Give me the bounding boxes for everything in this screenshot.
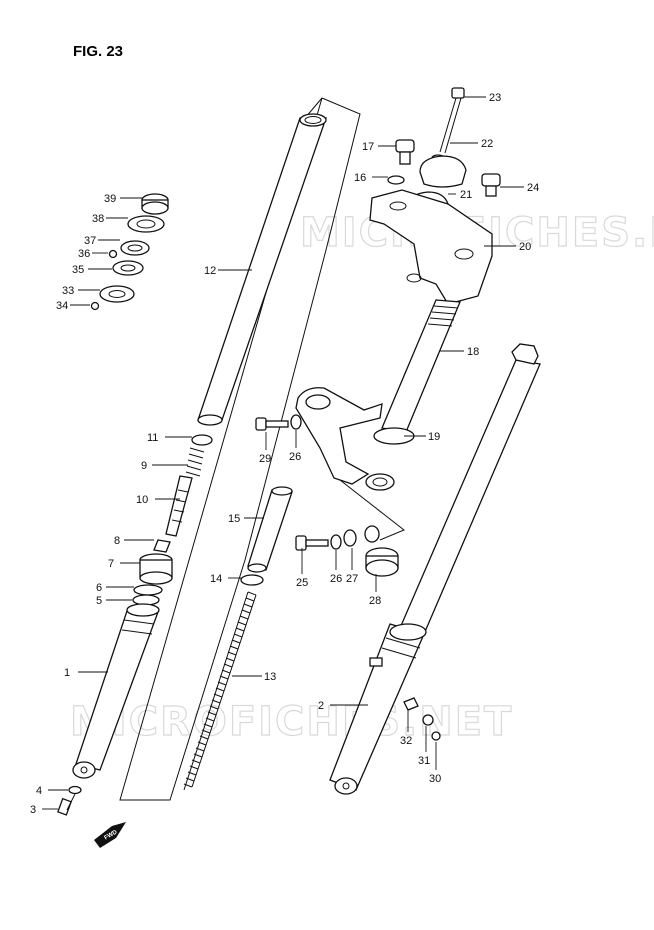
callout-4: 4	[36, 785, 42, 797]
callout-21: 21	[460, 189, 472, 201]
callout-numbers: 1 2 3 4 5 6 7 8 9 10 11 12 13 14 15 16 1…	[30, 92, 539, 816]
callout-5: 5	[96, 595, 102, 607]
callout-37: 37	[84, 235, 96, 247]
callout-36: 36	[78, 248, 90, 260]
bracket-bolt-29	[255, 417, 289, 431]
callout-39: 39	[104, 193, 116, 205]
dust-seal	[99, 285, 135, 303]
callout-20: 20	[519, 241, 531, 253]
spacer-tube	[247, 486, 293, 573]
callout-30: 30	[429, 773, 441, 785]
washer-27	[343, 529, 357, 547]
oil-seal	[139, 553, 173, 585]
callout-26a: 26	[289, 451, 301, 463]
callout-12: 12	[204, 265, 216, 277]
lower-cone-race	[112, 260, 144, 276]
callout-35: 35	[72, 264, 84, 276]
rebound-spring	[185, 447, 205, 477]
callout-22: 22	[481, 138, 493, 150]
dashed-link	[339, 479, 405, 541]
callout-27: 27	[346, 573, 358, 585]
holder-washer-16	[387, 175, 405, 185]
lower-bracket	[295, 387, 395, 491]
washer-31	[422, 714, 434, 726]
callout-17: 17	[362, 141, 374, 153]
callout-25: 25	[296, 577, 308, 589]
inner-ring	[191, 434, 213, 446]
steering-nut	[141, 193, 169, 215]
rod-piece	[153, 539, 171, 553]
steel-ball	[108, 249, 118, 259]
holder-bolt-17	[395, 139, 415, 165]
callout-34: 34	[56, 300, 68, 312]
outer-tube-right	[329, 623, 427, 795]
callout-38: 38	[92, 213, 104, 225]
screw-30	[431, 731, 441, 741]
callout-31: 31	[418, 755, 430, 767]
callout-11: 11	[147, 432, 158, 444]
callout-10: 10	[136, 494, 148, 506]
figure-title: FIG. 23	[73, 43, 123, 60]
steering-stem	[373, 299, 461, 445]
fwd-direction-badge: FWD	[94, 822, 126, 848]
spring-seat	[240, 574, 264, 586]
bearing-race	[120, 240, 150, 256]
callout-6: 6	[96, 582, 102, 594]
steel-ball-lower	[90, 301, 100, 311]
callout-2: 2	[318, 700, 324, 712]
steering-stop-bolt-25	[295, 535, 329, 551]
damper-28	[364, 525, 399, 577]
callout-14: 14	[210, 573, 222, 585]
callout-23: 23	[489, 92, 501, 104]
fork-spring	[183, 591, 257, 791]
leader-lines	[42, 96, 524, 810]
callout-18: 18	[467, 346, 479, 358]
inner-tube	[197, 113, 327, 426]
callout-3: 3	[30, 804, 36, 816]
callout-32: 32	[400, 735, 412, 747]
callout-28: 28	[369, 595, 381, 607]
callout-19: 19	[428, 431, 440, 443]
clamp-32	[403, 697, 419, 711]
washer-26b	[330, 534, 342, 550]
callout-26b: 26	[330, 573, 342, 585]
clamp-bolt-24	[481, 173, 501, 197]
callout-1: 1	[64, 667, 70, 679]
callout-9: 9	[141, 460, 147, 472]
callout-29: 29	[259, 453, 271, 465]
long-bolt	[439, 87, 465, 154]
callout-13: 13	[264, 671, 276, 683]
callout-8: 8	[114, 535, 120, 547]
callout-15: 15	[228, 513, 240, 525]
callout-7: 7	[108, 558, 114, 570]
callout-16: 16	[354, 172, 366, 184]
outer-tube-left	[72, 603, 160, 779]
drain-washer	[68, 785, 82, 795]
seal-rings	[132, 584, 163, 606]
callout-33: 33	[62, 285, 74, 297]
watermark-bottom: MICROFICHES.NET	[70, 699, 513, 745]
damper-rod	[165, 475, 193, 537]
drain-bolt	[57, 793, 76, 816]
upper-cone-race	[127, 215, 165, 233]
callout-24: 24	[527, 182, 539, 194]
bracket-washer-26a	[290, 414, 302, 430]
